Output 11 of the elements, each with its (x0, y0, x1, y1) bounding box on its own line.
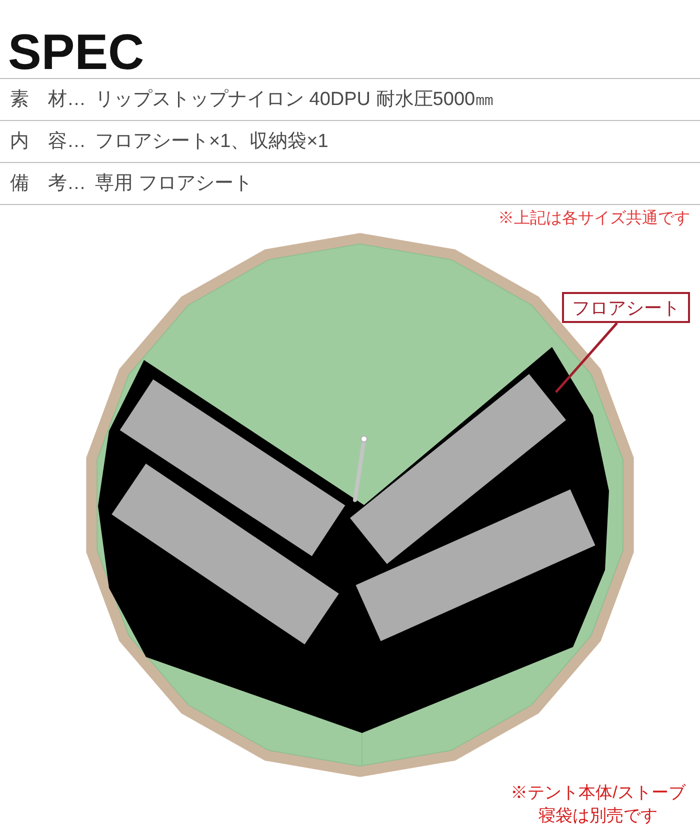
spec-key: 備 考… (10, 172, 95, 196)
note-text: ※テント本体/ストーブ寝袋は別売です (510, 782, 687, 827)
spec-value: 専用 フロアシート (95, 172, 252, 196)
page-title: SPEC (8, 27, 144, 77)
spec-key: 内 容… (10, 130, 95, 154)
note-text: ※上記は各サイズ共通です (498, 208, 690, 229)
spec-value: リップストップナイロン 40DPU 耐水圧5000㎜ (95, 88, 494, 112)
leader-line (554, 322, 618, 394)
callout-label: フロアシート (562, 292, 690, 323)
spec-key: 素 材… (10, 88, 95, 112)
spec-value: フロアシート×1、収納袋×1 (95, 130, 328, 154)
